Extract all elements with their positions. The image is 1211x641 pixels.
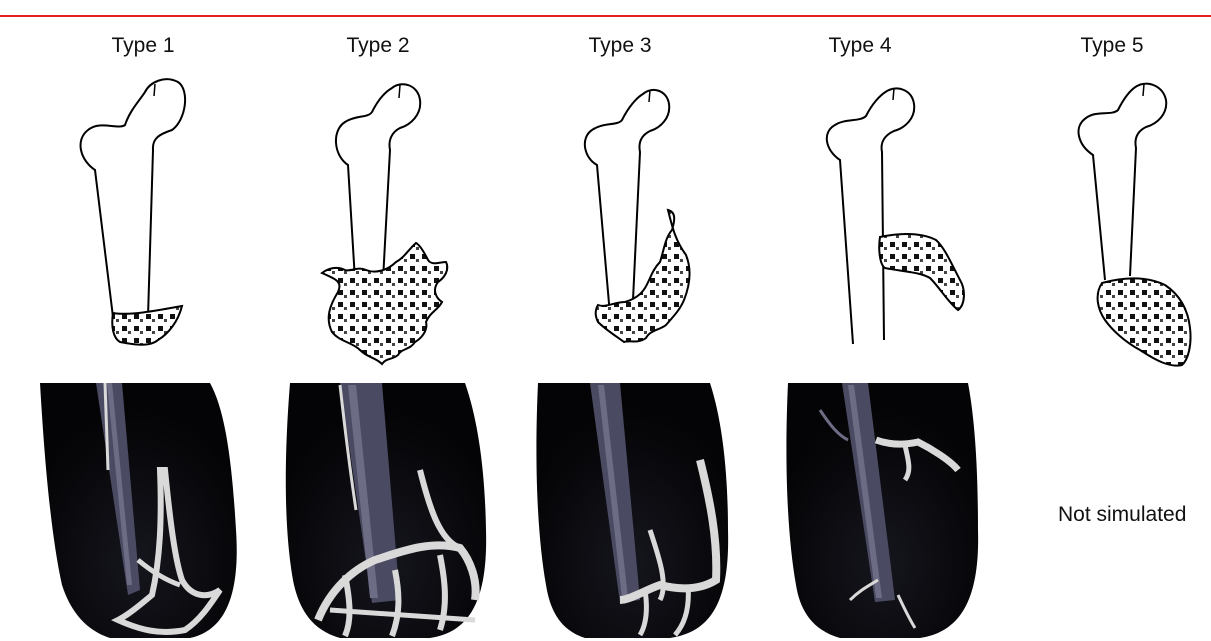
type-4-femur-schematic [827,88,914,344]
type-1-affected-region [112,306,182,345]
type-5-affected-region [1098,278,1191,365]
type-4-simulation-result [786,383,978,638]
type-3-simulation-result [536,383,728,638]
type-2-simulation-result [286,383,486,638]
type-4-affected-region [879,234,964,310]
type-1-femur-schematic [81,79,186,317]
type-1-simulation-result [40,383,237,638]
type-3-affected-region [596,210,690,342]
type-5-femur-schematic [1079,84,1167,280]
